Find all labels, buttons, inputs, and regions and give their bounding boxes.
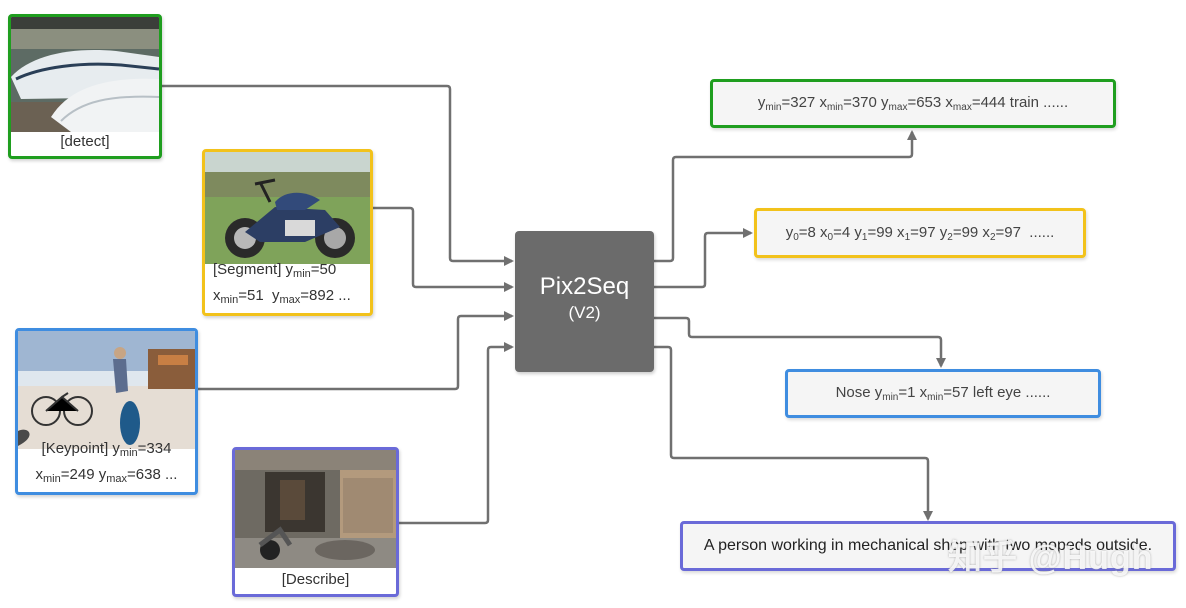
output-segment-box: y0=8 x0=4 y1=99 x1=97 y2=99 x2=97 ...... xyxy=(754,208,1086,258)
model-title: Pix2Seq xyxy=(539,273,630,300)
arrow-keypoint-out xyxy=(654,316,946,368)
mechanic-shop-photo xyxy=(235,450,396,568)
input-describe-caption: [Describe] xyxy=(281,571,350,588)
desert-bike-photo xyxy=(18,331,195,449)
output-detect-text: ymin=327 xmin=370 ymax=653 xmax=444 trai… xyxy=(757,94,1069,113)
output-keypoint-box: Nose ymin=1 xmin=57 left eye ...... xyxy=(785,369,1101,418)
output-keypoint-text: Nose ymin=1 xmin=57 left eye ...... xyxy=(835,384,1051,403)
input-segment-card: [Segment] ymin=50 xmin=51 ymax=892 ... xyxy=(202,149,373,316)
input-segment-caption: [Segment] ymin=50 xmin=51 ymax=892 ... xyxy=(213,259,370,311)
output-detect-box: ymin=327 xmin=370 ymax=653 xmax=444 trai… xyxy=(710,79,1116,128)
arrow-segment-out xyxy=(654,228,753,289)
pix2seq-model-box: Pix2Seq (V2) xyxy=(515,231,654,372)
input-detect-card: [detect] xyxy=(8,14,162,159)
arrow-keypoint-in xyxy=(198,311,514,391)
input-keypoint-card: [Keypoint] ymin=334 xmin=249 ymax=638 ..… xyxy=(15,328,198,495)
input-keypoint-caption: [Keypoint] ymin=334 xmin=249 ymax=638 ..… xyxy=(18,438,195,490)
arrow-describe-in xyxy=(398,342,514,525)
input-detect-caption: [detect] xyxy=(60,133,110,150)
motorcycle-photo xyxy=(205,152,370,264)
input-describe-card: [Describe] xyxy=(232,447,399,597)
segment-caption-line1: [Segment] ymin=50 xyxy=(213,261,337,280)
arrow-detect-in xyxy=(162,84,514,266)
segment-caption-line2: xmin=51 ymax=892 ... xyxy=(213,287,351,306)
arrow-describe-out xyxy=(654,345,933,521)
arrow-segment-in xyxy=(373,206,514,292)
output-describe-box: A person working in mechanical shop with… xyxy=(680,521,1176,571)
keypoint-caption-line1: [Keypoint] ymin=334 xyxy=(41,440,172,459)
arrow-detect-out xyxy=(654,130,917,263)
output-describe-text: A person working in mechanical shop with… xyxy=(703,537,1153,554)
model-subtitle: (V2) xyxy=(568,303,601,322)
keypoint-caption-line2: xmin=249 ymax=638 ... xyxy=(35,466,178,485)
train-photo xyxy=(11,17,159,132)
output-segment-text: y0=8 x0=4 y1=99 x1=97 y2=99 x2=97 ...... xyxy=(785,223,1055,243)
